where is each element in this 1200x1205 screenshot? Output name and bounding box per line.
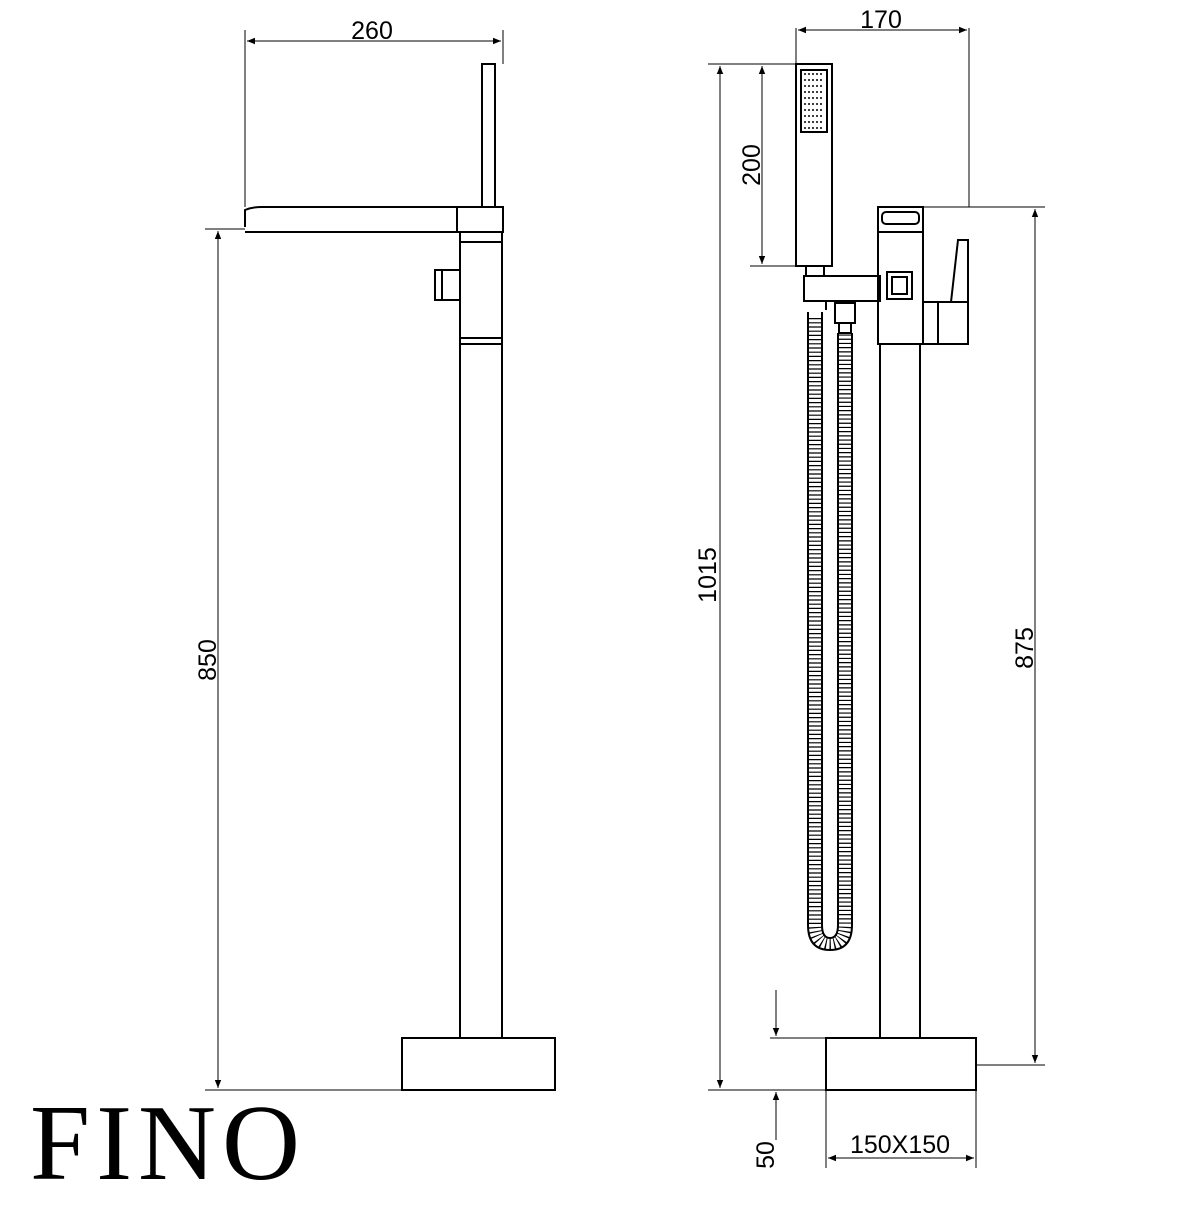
handshower-length-label: 200 — [738, 144, 766, 186]
main-column-right — [879, 343, 921, 1039]
base-plate — [401, 1037, 556, 1091]
head-block — [456, 206, 504, 233]
spout-height-label: 875 — [1011, 627, 1039, 669]
shower-spray-face — [800, 69, 828, 133]
hose-ribs — [808, 318, 852, 951]
upper-column — [459, 231, 503, 345]
spout — [244, 206, 458, 233]
hose-nut — [838, 322, 852, 334]
right-width-label: 170 — [860, 6, 902, 34]
top-rod — [481, 63, 496, 208]
mixer-body — [877, 231, 924, 345]
side-knob — [434, 269, 461, 301]
right-total-height-label: 1015 — [694, 547, 722, 603]
top-cap-slot — [881, 211, 920, 225]
left-dimensions: 260 850 — [194, 17, 504, 1091]
base-plate-right — [825, 1037, 977, 1091]
top-cap — [877, 206, 924, 233]
left-height-label: 850 — [194, 639, 222, 681]
hose-outer — [807, 312, 853, 952]
mixer-plate-inner — [891, 276, 908, 295]
brand-logo: FINO — [30, 1084, 307, 1203]
shower-collar — [805, 265, 825, 277]
mixer-plate — [886, 271, 913, 300]
base-height-label: 50 — [752, 1141, 780, 1169]
hose-fitting — [834, 302, 856, 324]
holder-arm — [803, 275, 881, 302]
left-width-label: 260 — [351, 17, 393, 45]
mixer-handle — [922, 239, 969, 345]
left-faucet-view — [244, 63, 556, 1091]
right-dimensions: 170 200 1015 875 50 150X150 — [694, 6, 1045, 1169]
main-column — [459, 343, 503, 1039]
base-size-label: 150X150 — [850, 1131, 950, 1159]
right-faucet-view — [795, 63, 977, 1091]
hose-inner — [821, 312, 839, 940]
